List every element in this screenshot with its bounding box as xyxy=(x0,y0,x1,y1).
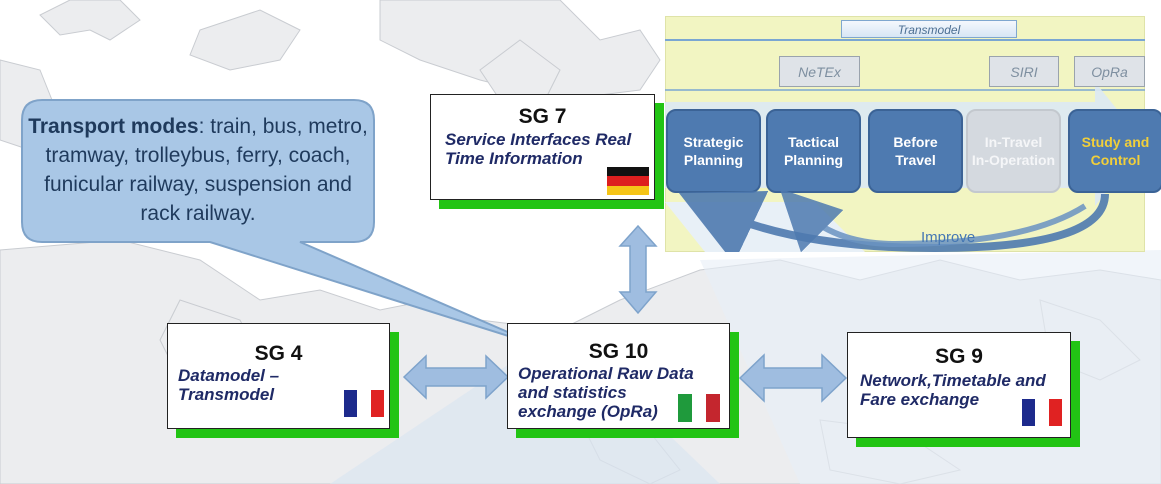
improve-arrows xyxy=(678,188,1109,252)
phase-line: In-Travel xyxy=(984,134,1043,150)
sg7-line1: Service Interfaces Real xyxy=(445,130,632,149)
sg4-line1: Datamodel – xyxy=(178,366,280,385)
sg10-sg9-arrow xyxy=(738,353,848,403)
sg10-line2: and statistics xyxy=(518,383,627,402)
sg7-title: SG 7 xyxy=(518,105,567,128)
sg10-line3: exchange (OpRa) xyxy=(518,402,658,421)
vertical-double-arrow xyxy=(618,224,658,315)
callout-text: : train, bus, metro, tramway, trolleybus… xyxy=(44,115,368,225)
phase-line: In-Operation xyxy=(971,152,1056,168)
phase-line: Control xyxy=(1090,152,1141,168)
sg10-title: SG 10 xyxy=(588,340,649,363)
siri-tab: SIRI xyxy=(989,56,1059,87)
phase-line: Planning xyxy=(683,152,744,168)
sg9-line1: Network,Timetable and xyxy=(860,371,1046,390)
sg9-title: SG 9 xyxy=(935,345,983,368)
transport-modes-callout: Transport modes: train, bus, metro, tram… xyxy=(22,112,374,228)
sg7-line2: Time Information xyxy=(445,149,583,168)
phase-line: Tactical xyxy=(787,134,840,150)
italy-flag xyxy=(678,394,720,422)
sg4-subtitle: Datamodel –Transmodel xyxy=(178,366,279,404)
opra-tab: OpRa xyxy=(1074,56,1145,87)
france-flag xyxy=(1022,399,1062,426)
improve-label: Improve xyxy=(921,229,976,246)
sg4-box: SG 4 Datamodel –Transmodel xyxy=(167,323,390,429)
phase-line: Before xyxy=(893,134,938,150)
sg10-line1: Operational Raw Data xyxy=(518,364,694,383)
sg4-title: SG 4 xyxy=(254,342,303,365)
callout-label: Transport modes xyxy=(28,115,199,138)
netex-tab: NeTEx xyxy=(779,56,860,87)
germany-flag xyxy=(607,167,649,195)
sg4-sg10-arrow xyxy=(402,354,510,400)
sg4-line2: Transmodel xyxy=(178,385,275,404)
sg9-line2: Fare exchange xyxy=(860,390,980,409)
phase-line: Study and xyxy=(1081,134,1150,150)
phase-line: Travel xyxy=(895,152,936,168)
transmodel-tab: Transmodel xyxy=(841,20,1017,38)
phase-line: Strategic xyxy=(683,134,744,150)
phase-line: Planning xyxy=(783,152,844,168)
france-flag xyxy=(344,390,384,417)
